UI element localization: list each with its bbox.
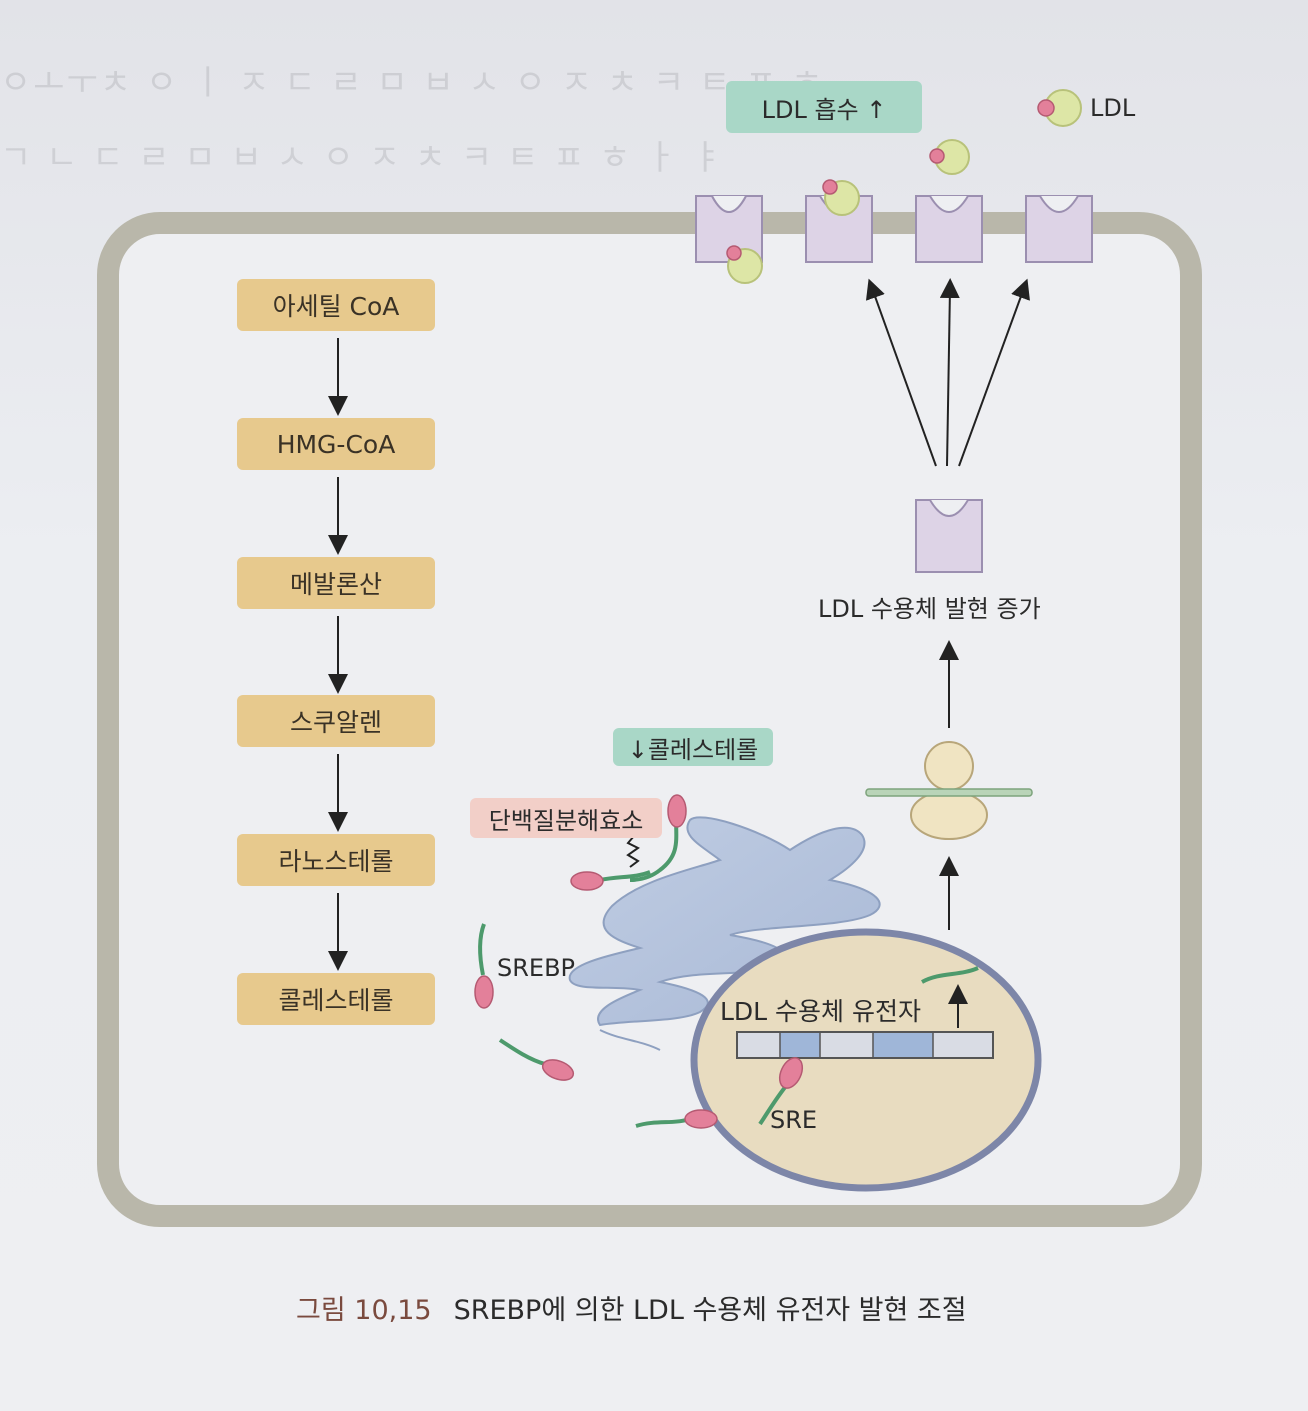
srebp-molecule [474,923,494,1009]
srebp-molecule [635,1109,718,1129]
pathway-step-squalene: 스쿠알렌 [237,695,435,747]
figure-number: 그림 10,15 [296,1295,432,1326]
membrane-receptor [1025,195,1093,263]
srebp-molecule [629,794,687,882]
new-receptor [915,499,983,573]
arrow [865,278,937,467]
membrane-receptor [915,195,983,263]
protease-tag: 단백질분해효소 [470,798,662,838]
ldl-uptake-tag: LDL 흡수 ↑ [726,81,922,133]
ldl-particle [929,139,970,175]
pathway-step-acetyl-coa: 아세틸 CoA [237,279,435,331]
nucleus [690,928,1042,1192]
arrow [958,278,1030,467]
receptor-increase-label: LDL 수용체 발현 증가 [818,595,1041,623]
pathway-step-cholesterol: 콜레스테롤 [237,973,435,1025]
srebp-label: SREBP [497,954,576,982]
gene-label: LDL 수용체 유전자 [720,997,922,1026]
ribosome [865,741,1033,840]
sre-label: SRE [770,1106,818,1134]
arrow [939,278,960,467]
ldl-particle [822,179,860,216]
figure-caption: 그림 10,15 SREBP에 의한 LDL 수용체 유전자 발현 조절 [296,1288,967,1327]
cleavage-mark [626,835,640,868]
bleed-through-text: ㅇㅗㅜㅊ ㅇ ㅣ ㅈ ㄷ ㄹ ㅁ ㅂ ㅅ ㅇ ㅈ ㅊ ㅋ ㅌ ㅍ ㅎ [0,63,825,103]
ldl-particle [726,245,763,284]
mrna-strand [921,966,979,984]
ldl-legend-icon [1037,89,1082,127]
pathway-step-hmg-coa: HMG-CoA [237,418,435,470]
srebp-molecule [498,1038,575,1081]
pathway-step-mevalonate: 메발론산 [237,557,435,609]
golgi-apparatus [568,816,881,1051]
low-cholesterol-tag: ↓콜레스테롤 [613,728,773,766]
bleed-through-text: ㄱ ㄴ ㄷ ㄹ ㅁ ㅂ ㅅ ㅇ ㅈ ㅊ ㅋ ㅌ ㅍ ㅎ ㅏ ㅑ [0,138,725,178]
ldl-legend-label: LDL [1090,94,1136,122]
ldl-receptor-gene [736,1031,994,1059]
pathway-step-lanosterol: 라노스테롤 [237,834,435,886]
srebp-molecule [758,1057,804,1126]
figure-title: SREBP에 의한 LDL 수용체 유전자 발현 조절 [453,1295,967,1326]
srebp-molecule [570,870,651,891]
